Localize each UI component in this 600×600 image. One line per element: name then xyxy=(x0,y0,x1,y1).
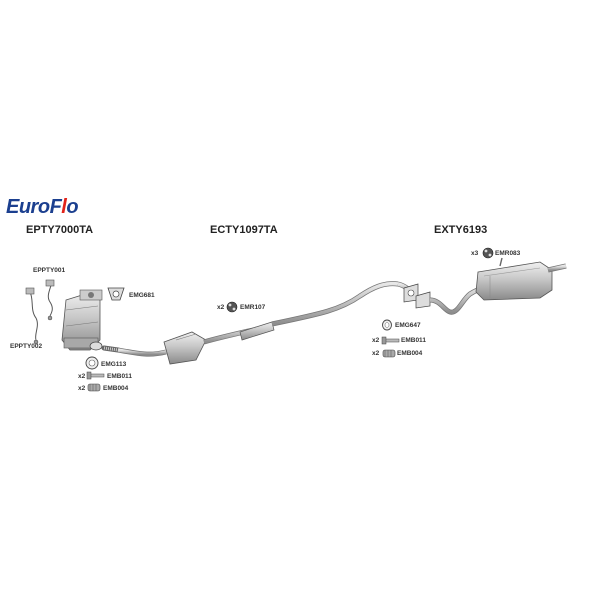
rubber-mount-emr083 xyxy=(482,247,494,259)
label-emg681: EMG681 xyxy=(129,292,155,299)
logo-part-f: F xyxy=(49,196,62,218)
label-emb004-rear: EMB004 xyxy=(397,350,423,357)
label-emb011-rear: EMB011 xyxy=(401,337,426,344)
front-catalyst-dpf xyxy=(61,289,103,351)
gasket-emg113 xyxy=(85,356,99,370)
label-eppty001: EPPTY001 xyxy=(33,267,66,274)
logo-part-euro: Euro xyxy=(6,196,50,218)
qty-spring-rear: x2 xyxy=(372,350,380,357)
label-emg113: EMG113 xyxy=(101,361,127,368)
label-emr083: EMR083 xyxy=(495,250,521,257)
qty-rubber-mid: x2 xyxy=(217,304,225,311)
section-title-front: EPTY7000TA xyxy=(26,224,94,236)
oxygen-sensor-upper xyxy=(45,279,55,321)
label-emr107: EMR107 xyxy=(240,304,266,311)
oxygen-sensor-lower xyxy=(25,287,39,345)
logo-part-l: l xyxy=(61,196,67,218)
qty-rubber-rear: x3 xyxy=(471,250,479,257)
middle-section-pipe xyxy=(101,281,419,365)
section-title-middle: ECTY1097TA xyxy=(210,224,278,236)
gasket-emg681 xyxy=(107,287,125,301)
section-title-rear: EXTY6193 xyxy=(434,224,488,236)
rubber-mount-emr107 xyxy=(226,301,238,313)
label-eppty002: EPPTY002 xyxy=(10,343,43,350)
bolt-rear xyxy=(381,336,400,345)
logo-part-o: o xyxy=(66,196,79,218)
label-emb011-front: EMB011 xyxy=(107,373,132,380)
qty-bolt-front: x2 xyxy=(78,373,86,380)
gasket-emg647 xyxy=(382,319,392,331)
spring-rear xyxy=(382,349,396,358)
qty-bolt-rear: x2 xyxy=(372,337,380,344)
label-emb004-front: EMB004 xyxy=(103,385,129,392)
spring-front xyxy=(87,383,101,392)
label-emg647: EMG647 xyxy=(395,322,421,329)
qty-spring-front: x2 xyxy=(78,385,86,392)
rear-silencer-assembly xyxy=(415,257,567,315)
bolt-front xyxy=(86,371,105,380)
euroflo-logo: EuroFlo xyxy=(6,196,79,219)
